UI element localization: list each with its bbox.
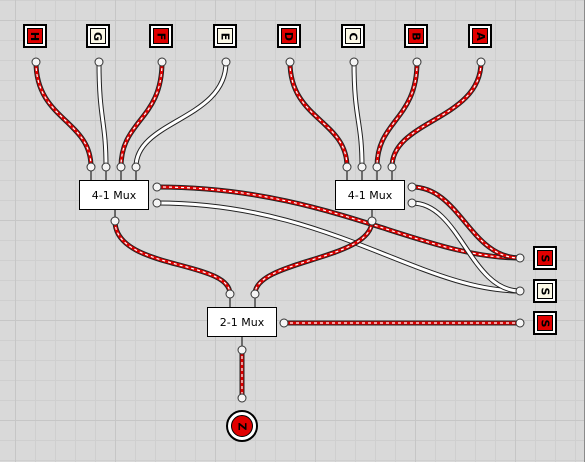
- connector-pin: [349, 57, 359, 67]
- wire-signal-dash: [114, 220, 231, 295]
- input-label: D: [282, 31, 296, 41]
- connector-pin: [152, 182, 162, 192]
- connector-pin: [101, 162, 111, 172]
- wire-signal-dash: [391, 61, 482, 168]
- wire-signal-dash: [120, 61, 163, 168]
- input-g[interactable]: G: [86, 24, 110, 48]
- mux-4to1-right[interactable]: 4-1 Mux: [335, 180, 405, 210]
- wire-outline: [133, 61, 229, 168]
- input-e[interactable]: E: [213, 24, 237, 48]
- wire-signal-on: [34, 61, 93, 168]
- mux-4to1-left[interactable]: 4-1 Mux: [79, 180, 149, 210]
- connector-pin: [372, 162, 382, 172]
- connector-pin: [31, 57, 41, 67]
- wire-outline: [112, 220, 233, 295]
- connector-pin: [515, 286, 525, 296]
- connector-pin: [221, 57, 231, 67]
- connector-pin: [152, 198, 162, 208]
- input-f[interactable]: F: [149, 24, 173, 48]
- connector-pin: [279, 318, 289, 328]
- connector-pin: [225, 289, 235, 299]
- connector-pin: [94, 57, 104, 67]
- wire-signal-dash: [254, 220, 373, 295]
- connector-pin: [515, 318, 525, 328]
- mux-label: 4-1 Mux: [91, 188, 137, 202]
- connector-pin: [116, 162, 126, 172]
- wire-signal-off: [97, 61, 108, 168]
- wire-signal-dash: [156, 186, 521, 259]
- select-input-s1[interactable]: S: [533, 246, 557, 270]
- connector-pin: [110, 216, 120, 226]
- wire-signal-off: [134, 61, 228, 168]
- connector-pin: [342, 162, 352, 172]
- select-label: S: [538, 287, 552, 295]
- input-label: A: [473, 31, 487, 41]
- input-label: G: [91, 31, 105, 41]
- output-z[interactable]: Z: [226, 410, 258, 442]
- input-h[interactable]: H: [23, 24, 47, 48]
- wire-outline: [287, 61, 350, 168]
- mux-label: 2-1 Mux: [219, 315, 265, 329]
- wire-signal-off: [156, 201, 521, 293]
- wire-outline: [389, 61, 484, 168]
- wire-signal-dash: [289, 61, 348, 168]
- select-input-s2[interactable]: S: [533, 279, 557, 303]
- connector-pin: [285, 57, 295, 67]
- wire-signal-on: [113, 220, 232, 295]
- connector-pin: [476, 57, 486, 67]
- wire-outline: [252, 220, 375, 295]
- wire-signal-off: [352, 61, 364, 168]
- connector-pin: [157, 57, 167, 67]
- wire-signal-on: [390, 61, 483, 168]
- connector-pin: [387, 162, 397, 172]
- connector-pin: [250, 289, 260, 299]
- connector-pin: [131, 162, 141, 172]
- wire-signal-on: [288, 61, 349, 168]
- wire-signal-dash: [35, 61, 92, 168]
- input-label: B: [409, 31, 423, 41]
- connector-pin: [86, 162, 96, 172]
- connector-pin: [407, 198, 417, 208]
- mux-label: 4-1 Mux: [347, 188, 393, 202]
- input-label: F: [154, 32, 168, 40]
- input-label: C: [346, 31, 360, 41]
- connector-pin: [357, 162, 367, 172]
- input-d[interactable]: D: [277, 24, 301, 48]
- input-label: H: [28, 31, 42, 41]
- connector-pin: [407, 182, 417, 192]
- connector-pin: [412, 57, 422, 67]
- select-label: S: [538, 254, 552, 262]
- input-a[interactable]: A: [468, 24, 492, 48]
- connector-pin: [367, 216, 377, 226]
- wire-outline: [33, 61, 94, 168]
- connector-pin: [237, 345, 247, 355]
- output-label: Z: [235, 422, 249, 430]
- connector-pin: [515, 253, 525, 263]
- input-b[interactable]: B: [404, 24, 428, 48]
- input-c[interactable]: C: [341, 24, 365, 48]
- select-label: S: [538, 319, 552, 327]
- mux-2to1[interactable]: 2-1 Mux: [207, 307, 277, 337]
- wire-signal-dash: [376, 61, 418, 168]
- wire-signal-off: [411, 201, 521, 293]
- input-label: E: [218, 32, 232, 40]
- connector-pin: [237, 393, 247, 403]
- select-input-s3[interactable]: S: [533, 311, 557, 335]
- wire-signal-dash: [411, 186, 521, 259]
